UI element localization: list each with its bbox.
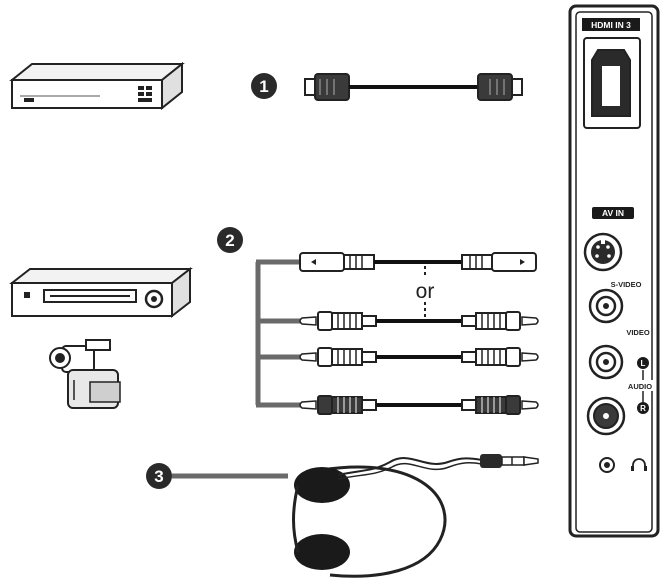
tv-side-panel: HDMI IN 3 AV IN S-VIDEO VIDEO <box>568 4 660 538</box>
callout-2: 2 <box>217 227 243 253</box>
rca-cable-video <box>299 311 539 331</box>
svg-text:1: 1 <box>259 77 268 96</box>
svg-text:R: R <box>640 404 646 413</box>
hdmi-port[interactable] <box>583 37 641 129</box>
video-label: VIDEO <box>626 328 650 337</box>
audio-right-marker: R <box>637 402 649 414</box>
connection-bracket <box>255 259 302 408</box>
hdmi-in-label: HDMI IN 3 <box>591 20 631 30</box>
rca-cable-audio-right <box>299 395 539 415</box>
audio-right-jack[interactable] <box>586 396 626 436</box>
callout-1: 1 <box>251 73 277 99</box>
vcr-icon <box>9 266 193 319</box>
headphone-jack[interactable] <box>599 457 615 473</box>
callout-3: 3 <box>146 463 172 489</box>
audio-left-marker: L <box>637 357 649 369</box>
audio-label: AUDIO <box>628 382 652 391</box>
svideo-label: S-VIDEO <box>611 280 642 289</box>
or-label: or <box>416 280 435 303</box>
svideo-jack[interactable] <box>583 232 623 272</box>
svg-text:3: 3 <box>154 467 163 486</box>
headphone-icon <box>631 458 647 471</box>
hdmi-cable <box>304 73 523 101</box>
audio-left-jack[interactable] <box>588 344 624 380</box>
rca-cable-audio-left <box>299 347 539 367</box>
video-jack[interactable] <box>588 288 624 324</box>
svideo-cable <box>299 252 537 272</box>
headphones-icon <box>292 454 539 578</box>
camcorder-icon <box>49 339 121 409</box>
svg-text:L: L <box>641 359 646 368</box>
av-in-label: AV IN <box>602 208 624 218</box>
svg-text:2: 2 <box>225 231 234 250</box>
dvd-player-icon <box>9 61 185 111</box>
